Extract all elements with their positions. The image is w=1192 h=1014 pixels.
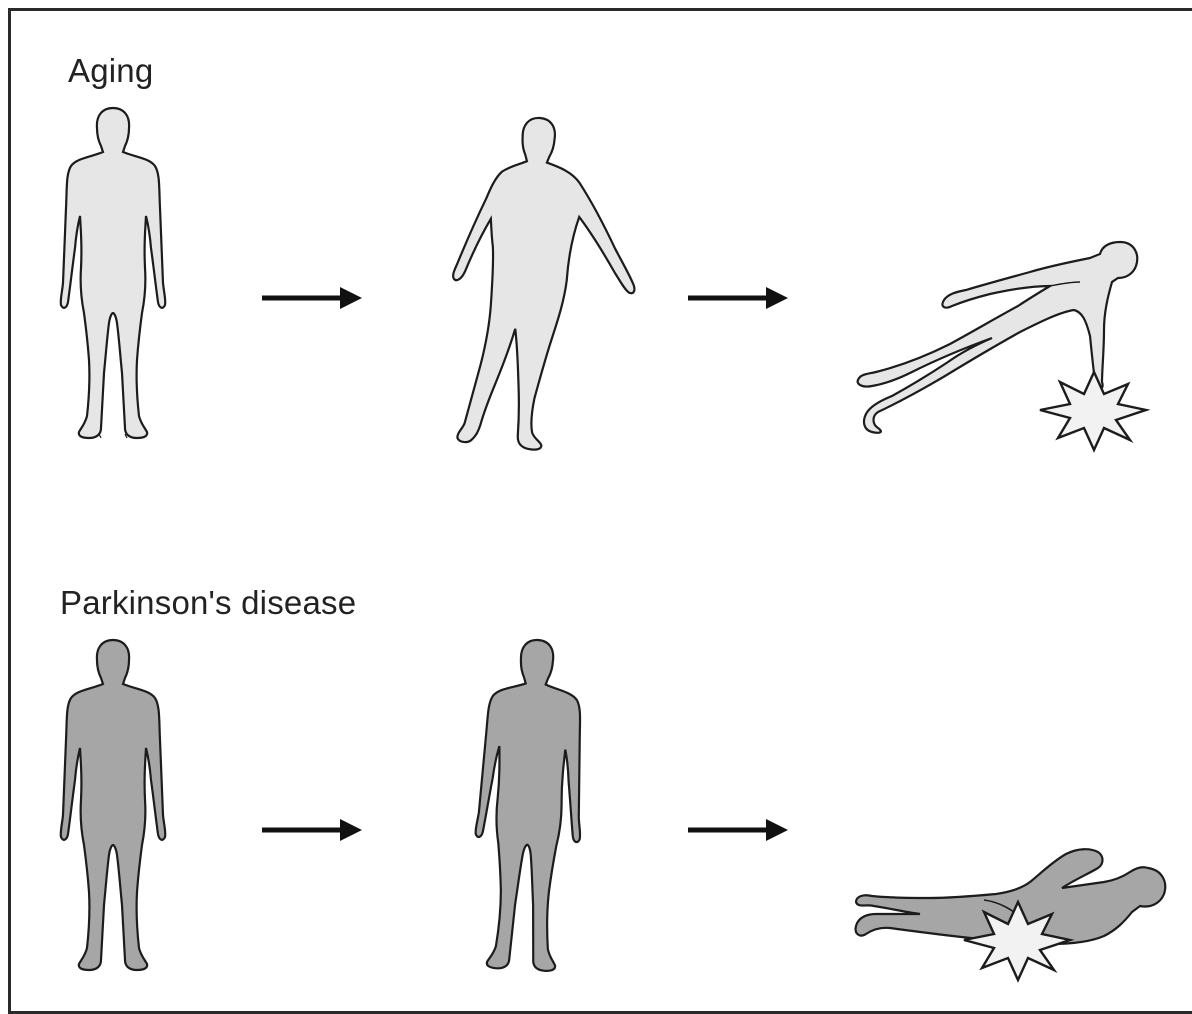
aging-row (61, 108, 1146, 456)
parkinsons-figure-standing (61, 640, 166, 970)
parkinsons-row (61, 637, 1165, 980)
parkinsons-arrow-1 (262, 819, 362, 841)
aging-arrow-1 (262, 287, 362, 309)
aging-figure-standing (61, 108, 166, 438)
aging-arrow-2 (688, 287, 788, 309)
aging-figure-tilting (441, 113, 645, 456)
aging-impact-star (1040, 372, 1146, 450)
parkinsons-figure-leaning (469, 637, 591, 972)
parkinsons-arrow-2 (688, 819, 788, 841)
